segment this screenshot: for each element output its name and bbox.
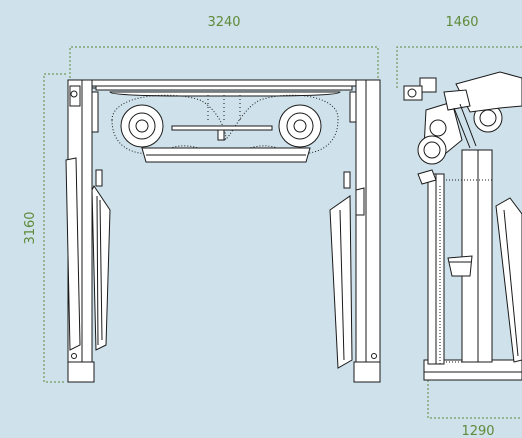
side-mechanism <box>403 71 522 165</box>
chain-path <box>111 94 339 161</box>
right-pulley <box>278 104 322 148</box>
right-brush-panel <box>329 187 365 369</box>
dimension-lines <box>43 46 522 419</box>
left-brush-panel <box>65 157 111 351</box>
side-basin <box>447 255 473 277</box>
side-bracket <box>417 169 437 185</box>
side-width-label: 1460 <box>445 15 478 30</box>
top-housing <box>109 91 341 97</box>
front-width-dimension <box>69 46 379 78</box>
front-width-label: 3240 <box>207 15 240 30</box>
base-depth-dimension <box>427 380 522 419</box>
side-view <box>403 71 522 381</box>
left-column <box>67 79 103 383</box>
side-brush-panel <box>495 197 522 363</box>
side-width-dimension <box>396 46 522 88</box>
height-dimension <box>43 73 66 383</box>
center-bracket <box>217 129 225 141</box>
center-marks <box>207 95 241 120</box>
front-view <box>65 79 381 383</box>
left-pulley <box>120 104 164 148</box>
center-bar <box>171 125 273 131</box>
right-column <box>343 79 381 383</box>
height-label: 3160 <box>23 211 38 244</box>
base-depth-label: 1290 <box>461 424 494 438</box>
top-beam <box>91 79 357 91</box>
